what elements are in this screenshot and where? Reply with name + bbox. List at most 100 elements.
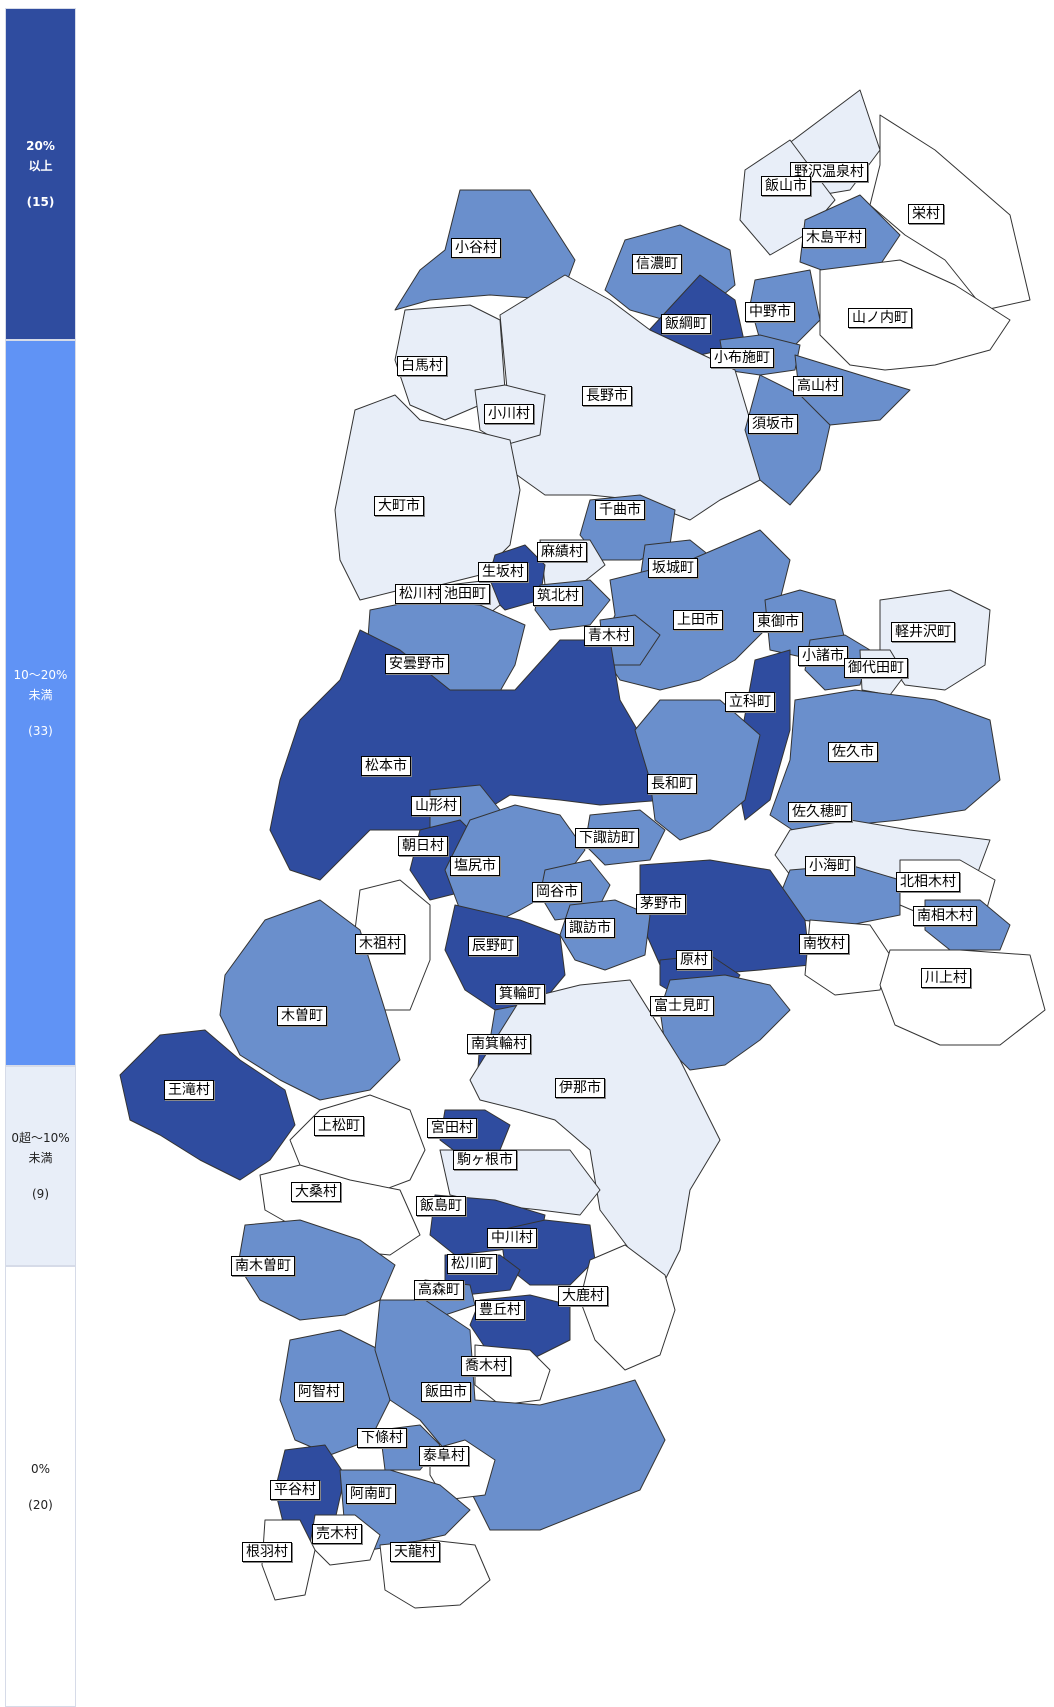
legend-label: 10〜20% 未満 (13, 668, 68, 702)
region-label-19: 坂城町 (648, 558, 698, 578)
region-label-12: 長野市 (582, 386, 632, 406)
legend-label: 20% 以上 (26, 139, 55, 173)
region-label-43: 南相木村 (913, 906, 977, 926)
region-label-8: 山ノ内町 (848, 308, 912, 328)
region-label-20: 松川村 (395, 584, 445, 604)
region-label-45: 辰野町 (468, 936, 518, 956)
region-label-35: 佐久穂町 (788, 802, 852, 822)
region-label-76: 天龍村 (390, 1542, 440, 1562)
region-label-74: 売木村 (312, 1524, 362, 1544)
region-label-75: 根羽村 (242, 1542, 292, 1562)
region-label-36: 下諏訪町 (575, 828, 639, 848)
region-label-21: 池田町 (440, 584, 490, 604)
region-label-68: 阿智村 (294, 1382, 344, 1402)
region-label-42: 茅野市 (636, 894, 686, 914)
region-label-57: 宮田村 (427, 1118, 477, 1138)
region-label-56: 上松町 (314, 1116, 364, 1136)
region-52[interactable] (659, 974, 791, 1071)
region-label-9: 小布施町 (710, 348, 774, 368)
region-label-14: 須坂市 (748, 414, 798, 434)
region-label-13: 小川村 (484, 404, 534, 424)
region-label-52: 富士見町 (650, 996, 714, 1016)
legend-count: (33) (28, 724, 53, 738)
region-label-54: 王滝村 (164, 1080, 214, 1100)
region-label-73: 阿南町 (346, 1484, 396, 1504)
region-label-47: 南牧村 (799, 934, 849, 954)
region-label-27: 安曇野市 (385, 654, 449, 674)
region-label-17: 麻績村 (537, 542, 587, 562)
region-label-67: 喬木村 (461, 1356, 511, 1376)
region-label-6: 飯綱町 (661, 314, 711, 334)
region-2[interactable] (869, 114, 1031, 311)
region-label-39: 小海町 (805, 856, 855, 876)
region-label-4: 小谷村 (451, 238, 501, 258)
region-49[interactable] (879, 949, 1046, 1046)
region-8[interactable] (819, 259, 1011, 371)
region-label-1: 飯山市 (761, 176, 811, 196)
region-33[interactable] (634, 699, 761, 841)
region-32[interactable] (769, 689, 1001, 836)
region-label-51: 箕輪町 (495, 984, 545, 1004)
legend-label: 0% (30, 1461, 51, 1476)
region-label-37: 朝日村 (398, 836, 448, 856)
legend-item-0-10: 0超〜10% 未満 (9) (5, 1066, 76, 1266)
region-label-59: 大桑村 (291, 1182, 341, 1202)
region-label-63: 松川町 (447, 1254, 497, 1274)
region-label-50: 木曽町 (277, 1006, 327, 1026)
region-label-18: 生坂村 (478, 562, 528, 582)
legend-count: (20) (28, 1497, 53, 1512)
region-label-2: 栄村 (908, 204, 944, 224)
region-label-61: 中川村 (487, 1228, 537, 1248)
region-label-11: 高山村 (793, 376, 843, 396)
region-label-30: 立科町 (725, 692, 775, 712)
region-14[interactable] (744, 374, 831, 506)
region-label-16: 千曲市 (595, 500, 645, 520)
region-42[interactable] (639, 859, 811, 976)
region-label-55: 伊那市 (555, 1078, 605, 1098)
region-label-53: 南箕輪村 (467, 1034, 531, 1054)
region-label-33: 長和町 (647, 774, 697, 794)
region-47[interactable] (804, 919, 891, 996)
region-label-72: 平谷村 (270, 1480, 320, 1500)
region-31[interactable] (269, 629, 666, 881)
legend-label: 0超〜10% 未満 (11, 1131, 70, 1165)
region-label-15: 大町市 (374, 496, 424, 516)
legend: 20% 以上 (15) 10〜20% 未満 (33) 0超〜10% 未満 (9)… (5, 8, 76, 1707)
region-label-23: 上田市 (673, 610, 723, 630)
region-label-69: 飯田市 (421, 1382, 471, 1402)
region-label-10: 白馬村 (397, 356, 447, 376)
region-label-60: 飯島町 (416, 1196, 466, 1216)
region-label-26: 青木村 (584, 626, 634, 646)
region-65[interactable] (579, 1244, 676, 1371)
region-label-3: 木島平村 (802, 228, 866, 248)
region-label-34: 山形村 (411, 796, 461, 816)
region-label-49: 川上村 (921, 968, 971, 988)
legend-item-10-20: 10〜20% 未満 (33) (5, 340, 76, 1066)
region-label-70: 下條村 (357, 1428, 407, 1448)
region-label-29: 御代田町 (844, 658, 908, 678)
region-label-66: 豊丘村 (475, 1300, 525, 1320)
region-label-46: 諏訪市 (565, 918, 615, 938)
legend-item-20-plus: 20% 以上 (15) (5, 8, 76, 340)
region-69[interactable] (374, 1299, 666, 1531)
region-label-44: 木祖村 (355, 934, 405, 954)
region-label-62: 南木曽町 (231, 1256, 295, 1276)
region-62[interactable] (237, 1219, 396, 1321)
region-label-40: 北相木村 (896, 872, 960, 892)
region-label-32: 佐久市 (828, 742, 878, 762)
legend-count: (15) (26, 195, 55, 209)
region-label-48: 原村 (676, 950, 712, 970)
region-label-41: 岡谷市 (532, 882, 582, 902)
region-label-71: 泰阜村 (419, 1446, 469, 1466)
region-label-65: 大鹿村 (558, 1286, 608, 1306)
region-label-28: 小諸市 (798, 646, 848, 666)
region-54[interactable] (119, 1029, 296, 1181)
region-label-22: 筑北村 (533, 586, 583, 606)
region-label-31: 松本市 (361, 756, 411, 776)
legend-item-0: 0% (20) (5, 1266, 76, 1707)
region-label-7: 中野市 (745, 302, 795, 322)
region-label-5: 信濃町 (632, 254, 682, 274)
region-label-64: 高森町 (414, 1280, 464, 1300)
legend-count: (9) (32, 1187, 49, 1201)
